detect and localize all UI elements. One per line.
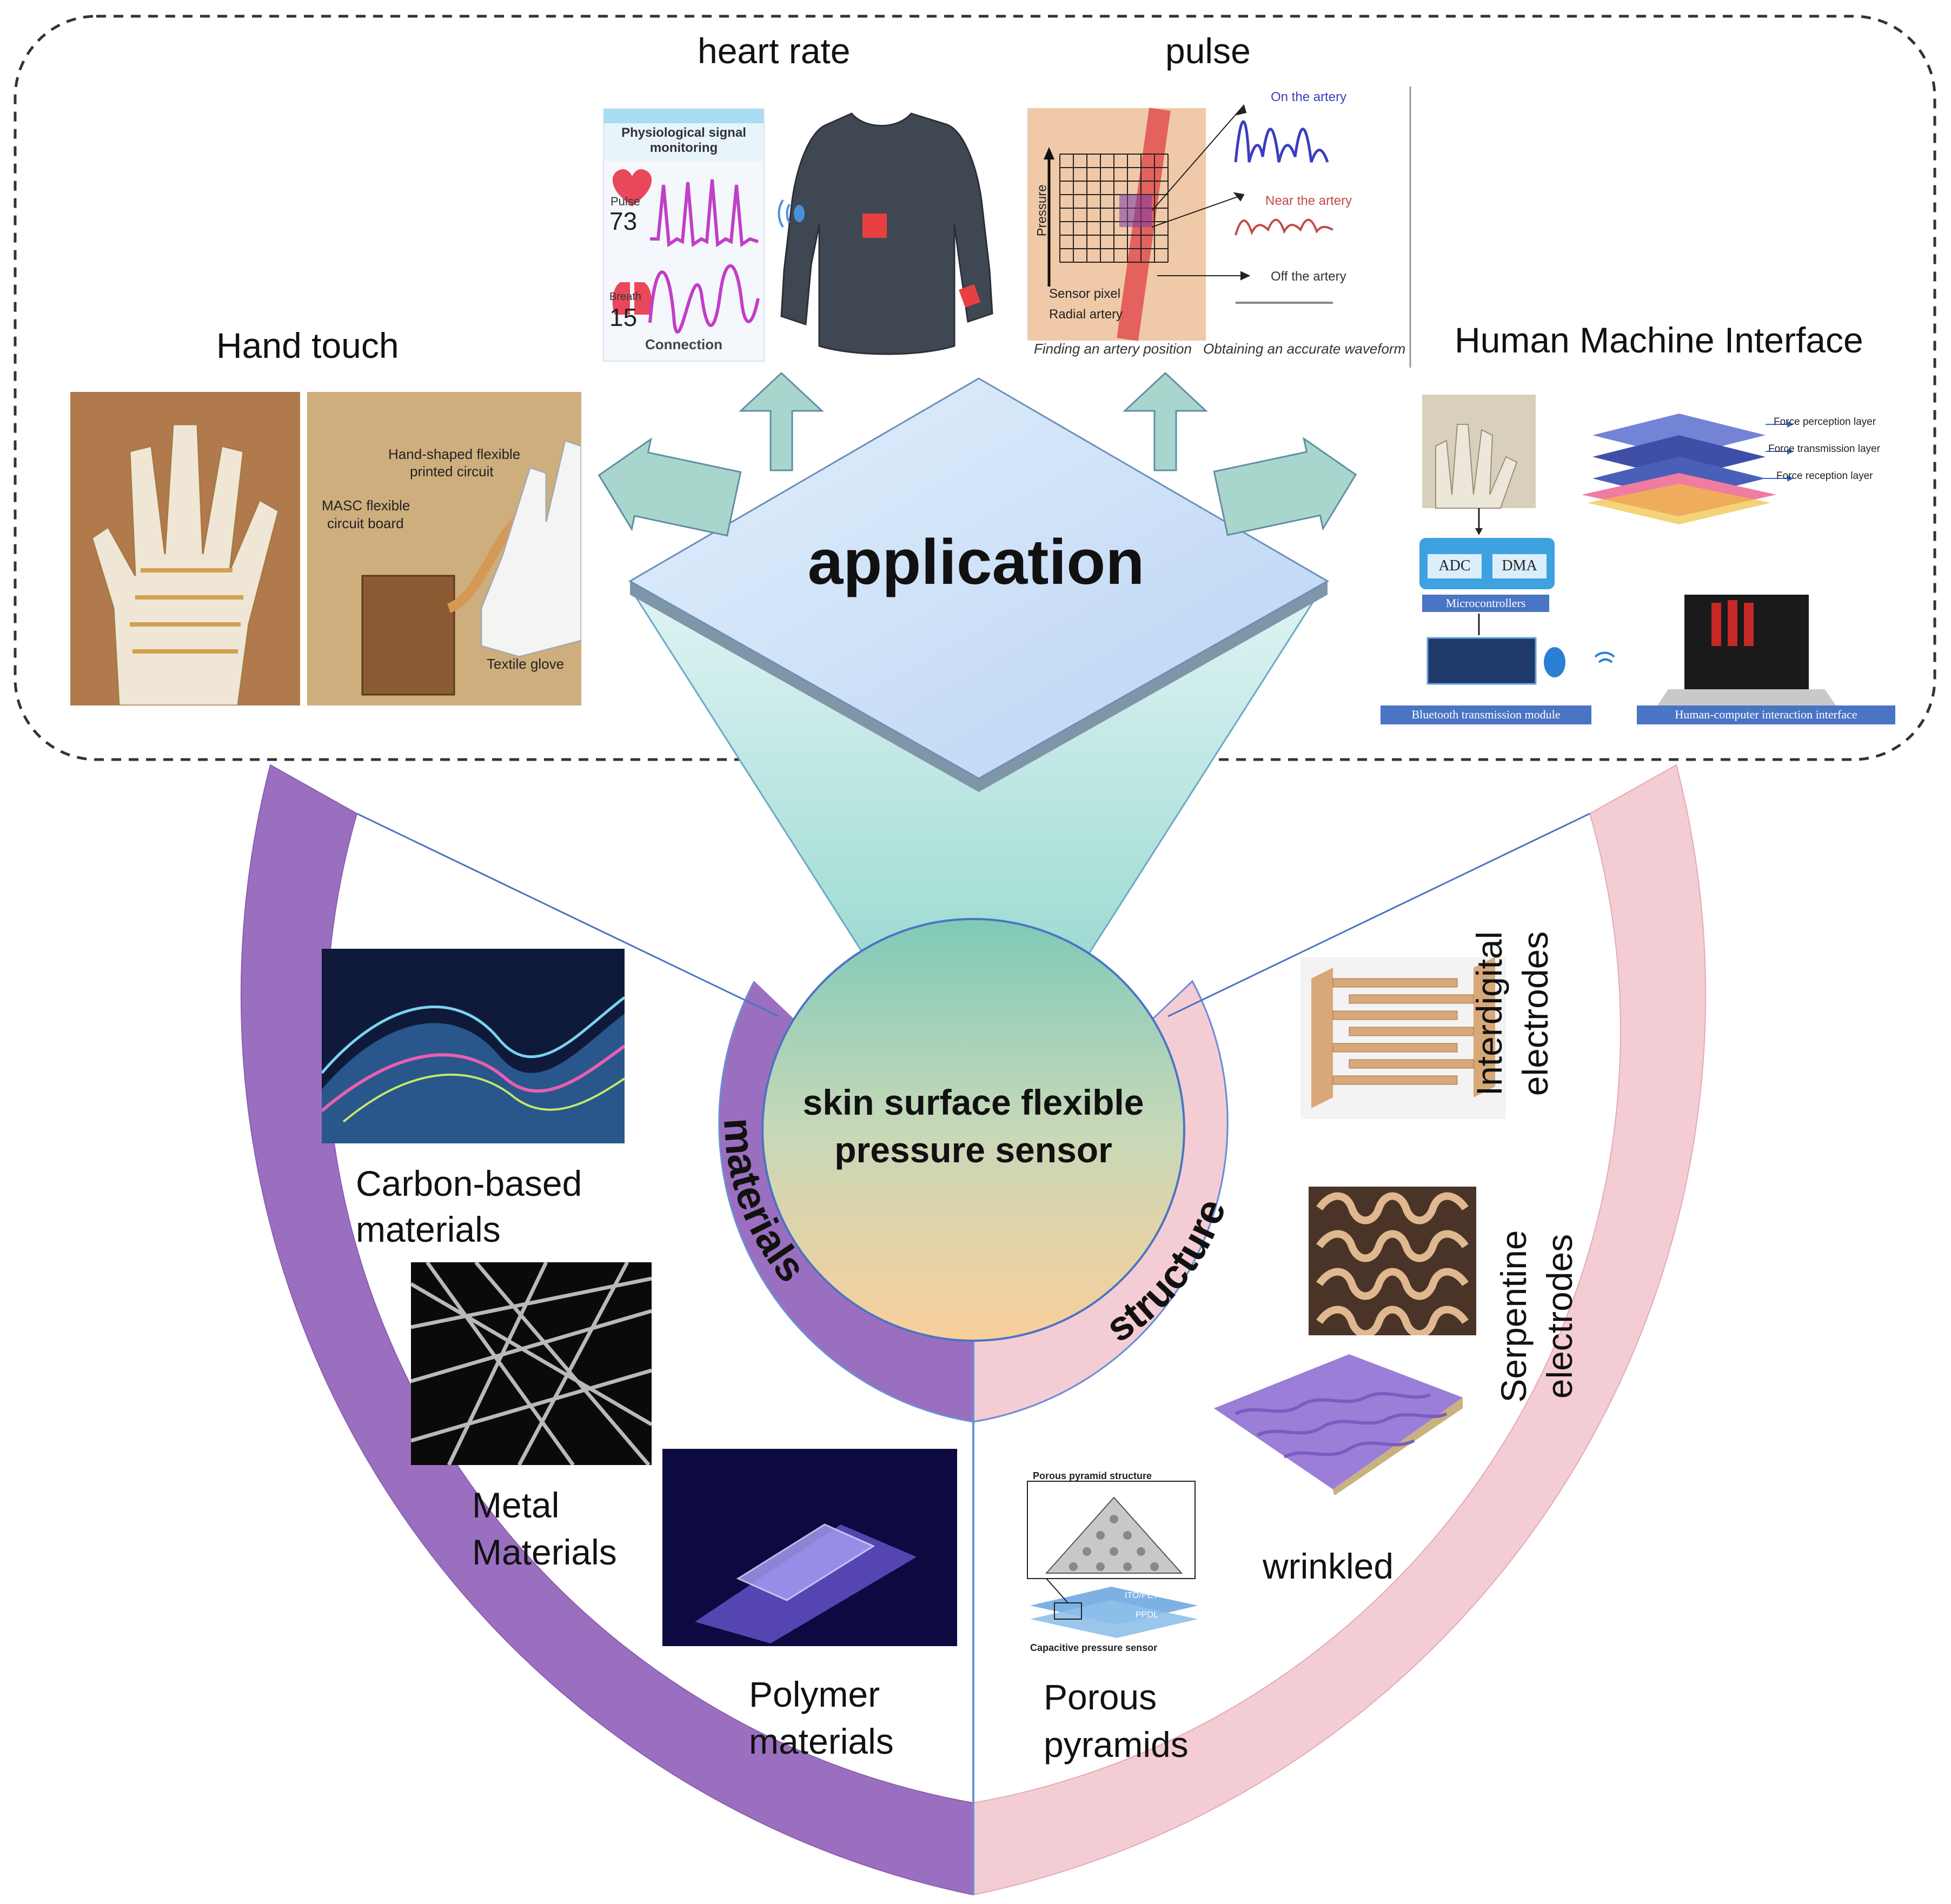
porous-pyramid-panel: Porous pyramid structure ITO/PET PPDL Ca… <box>1025 1470 1203 1657</box>
inner-ring-outline <box>718 981 1229 1423</box>
pulse-title: pulse <box>1165 31 1251 71</box>
serpentine-label-1: Serpentine <box>1494 1230 1534 1403</box>
radial-artery-label: Radial artery <box>1049 307 1123 322</box>
pulse-graphics <box>1027 86 1411 368</box>
porous-pyramid-title: Porous pyramid structure <box>1033 1470 1152 1481</box>
porous-label-1: Porous <box>1044 1677 1157 1717</box>
on-artery-waveform <box>1234 120 1329 163</box>
heart-rate-graphics <box>604 109 764 334</box>
heart-rate-title: heart rate <box>698 31 851 71</box>
wireless-signal-icon <box>778 199 791 228</box>
application-diamond <box>628 377 1330 780</box>
breath-waveform <box>648 264 760 334</box>
pulse-waveform <box>650 179 759 248</box>
hmi-title: Human Machine Interface <box>1455 320 1863 360</box>
arrow-left <box>598 437 742 537</box>
glove-hand-left <box>91 423 280 705</box>
dma-label: DMA <box>1502 557 1537 574</box>
hci-label: Human-computer interaction interface <box>1675 708 1857 721</box>
graphene-sheet-image <box>322 949 625 1143</box>
pulse-value: 73 <box>609 207 638 235</box>
pulse-caption-2: Obtaining an accurate waveform <box>1203 341 1406 357</box>
porous-pyramid-caption: Capacitive pressure sensor <box>1030 1642 1158 1653</box>
serpentine-electrode-image <box>1309 1187 1476 1335</box>
hand-touch-title: Hand touch <box>216 325 399 365</box>
bluetooth-icon <box>794 205 805 222</box>
hand-touch-graphics <box>70 392 581 705</box>
right-divider <box>1167 813 1590 1017</box>
polymer-label-2: materials <box>749 1721 894 1761</box>
interdigital-label-2: electrodes <box>1515 931 1555 1096</box>
arrow-right <box>1213 437 1357 536</box>
wrinkled-label: wrinkled <box>1263 1546 1394 1586</box>
textile-glove-label: Textile glove <box>487 656 565 672</box>
on-artery-label: On the artery <box>1271 90 1347 104</box>
heart-panel-header-2: monitoring <box>649 141 718 155</box>
heart-icon <box>612 169 652 207</box>
smart-shirt-image <box>778 112 993 355</box>
breath-value: 15 <box>609 303 638 331</box>
hand-touch-panel: Hand-shaped flexible printed circuit MAS… <box>70 392 581 705</box>
wrinkled-surface-image <box>1214 1354 1463 1495</box>
force-reception-label: Force reception layer <box>1776 470 1873 482</box>
hmi-panel: Force perception layer Force transmissio… <box>1376 387 1895 727</box>
polymer-label-1: Polymer <box>749 1674 880 1714</box>
near-artery-label: Near the artery <box>1265 194 1352 208</box>
heart-panel-footer: Connection <box>645 336 722 352</box>
off-artery-label: Off the artery <box>1271 269 1346 284</box>
near-artery-waveform <box>1235 218 1333 236</box>
bluetooth-icon-hmi <box>1544 647 1565 677</box>
breath-label: Breath <box>609 291 641 303</box>
arrow-up-left <box>739 371 824 471</box>
carbon-label-1: Carbon-based <box>356 1163 582 1203</box>
metal-label-2: Materials <box>472 1532 617 1572</box>
materials-outer-ring <box>240 764 974 1896</box>
hand-flex-label-2: printed circuit <box>410 463 494 480</box>
wireless-signal-icon-hmi <box>1594 651 1615 663</box>
pressure-axis-label: Pressure <box>1034 184 1050 237</box>
metal-nanowire-image <box>411 1262 652 1465</box>
porous-ito-label: ITO/PET <box>1125 1591 1158 1600</box>
pulse-caption-1: Finding an artery position <box>1034 341 1192 357</box>
polymer-device-image <box>662 1449 957 1646</box>
center-circle <box>761 918 1185 1342</box>
force-transmission-label: Force transmission layer <box>1768 443 1880 455</box>
porous-pyramid-graphics <box>1027 1481 1198 1638</box>
masc-label-1: MASC flexible <box>322 497 410 514</box>
center-sensor-label-1: skin surface flexible <box>802 1082 1144 1122</box>
serpentine-label-2: electrodes <box>1539 1234 1580 1399</box>
sensor-pixel-label: Sensor pixel <box>1049 287 1121 301</box>
heart-panel-header-1: Physiological signal <box>621 125 746 140</box>
masc-label-2: circuit board <box>327 515 404 531</box>
pulse-artery-panel: On the artery Near the artery Off the ar… <box>1022 86 1414 368</box>
porous-pdms-label: PPDL <box>1136 1610 1158 1620</box>
metal-label-1: Metal <box>472 1485 560 1525</box>
application-title: application <box>807 527 1145 598</box>
structure-outer-ring <box>973 764 1707 1896</box>
carbon-label-2: materials <box>356 1209 501 1249</box>
bluetooth-module-label: Bluetooth transmission module <box>1411 708 1561 721</box>
glove-hand-right <box>480 440 581 658</box>
arrow-up-right <box>1123 371 1208 471</box>
microcontrollers-label: Microcontrollers <box>1445 596 1526 610</box>
porous-label-2: pyramids <box>1044 1725 1189 1765</box>
force-perception-label: Force perception layer <box>1774 416 1876 428</box>
interdigital-label-1: Interdigital <box>1469 931 1509 1096</box>
pulse-label: Pulse <box>610 195 641 208</box>
hmi-graphics <box>1381 395 1895 724</box>
force-layers-stack <box>1582 414 1794 524</box>
interdigital-electrode-image <box>1300 957 1506 1119</box>
center-sensor-label-2: pressure sensor <box>834 1130 1112 1170</box>
lungs-icon <box>612 282 652 315</box>
adc-label: ADC <box>1438 557 1471 574</box>
heart-rate-monitor-panel: Physiological signal monitoring Pulse 73… <box>603 108 765 362</box>
hand-flex-label-1: Hand-shaped flexible <box>388 446 521 462</box>
left-divider <box>356 813 779 1017</box>
